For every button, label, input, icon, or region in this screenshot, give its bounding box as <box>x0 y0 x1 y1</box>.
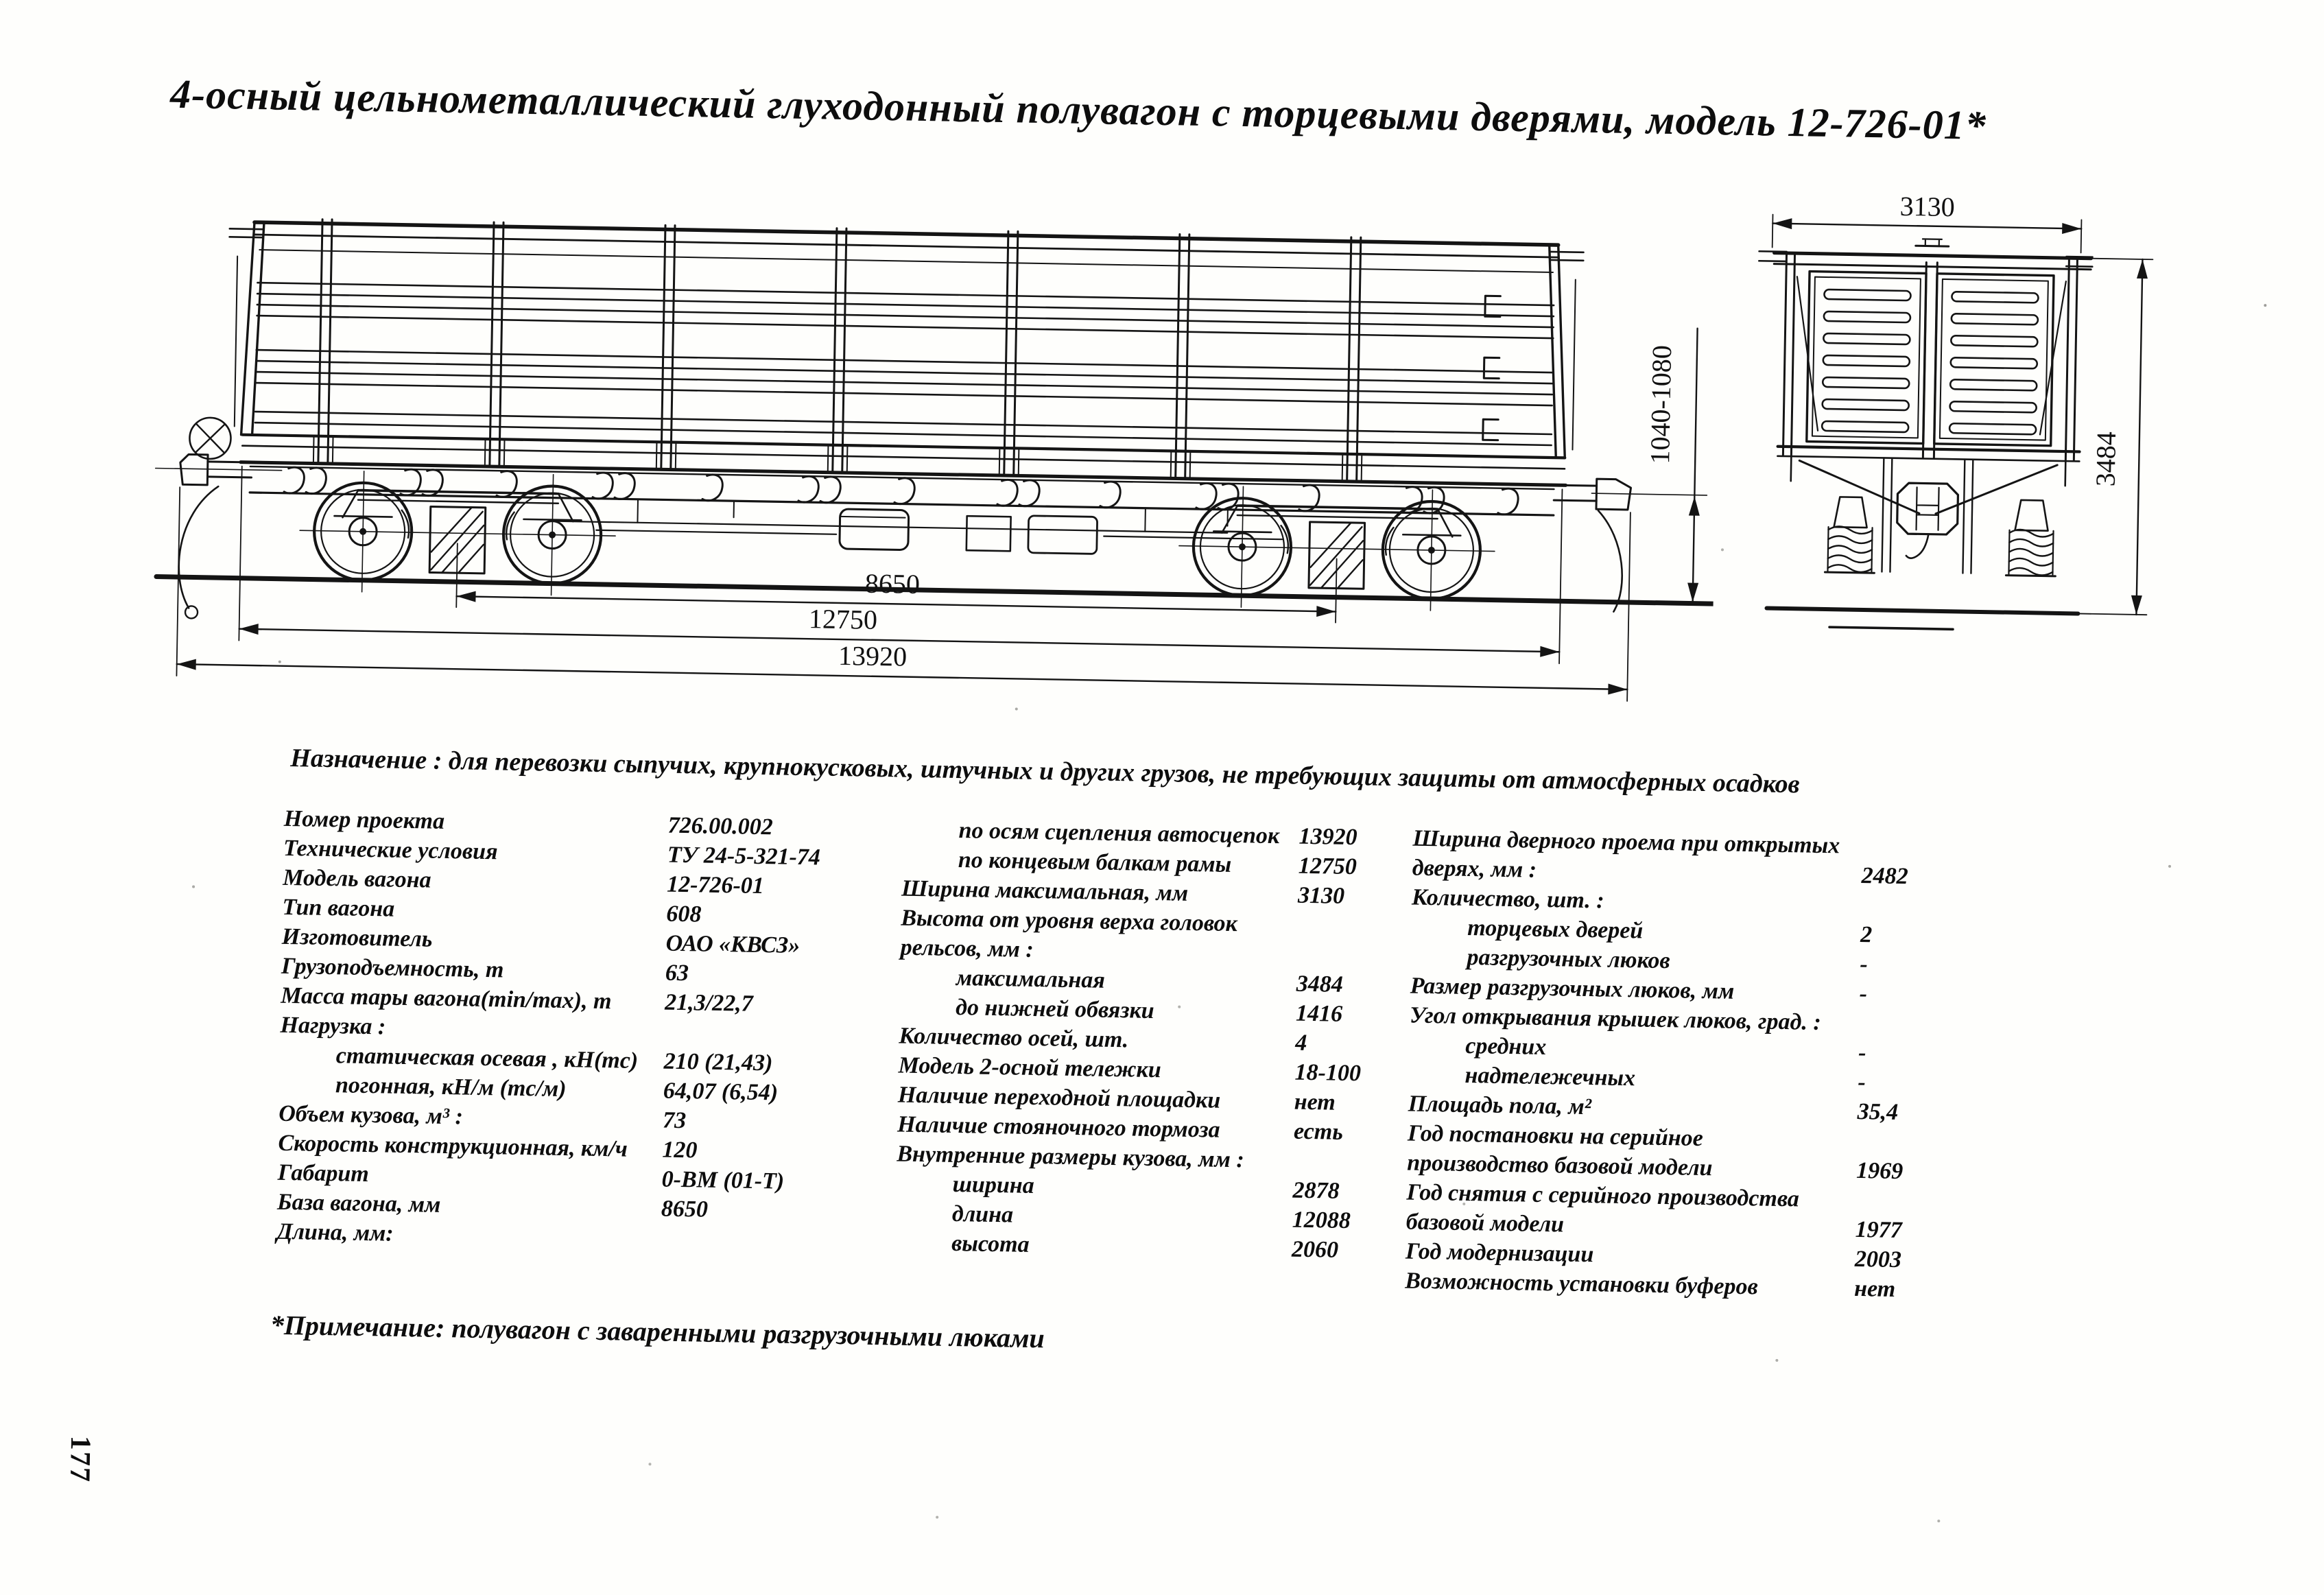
spec-value: нет <box>1853 1275 1896 1302</box>
spec-label: Номер проекта <box>283 805 445 834</box>
dim-label-frame-length: 12750 <box>809 603 878 635</box>
spec-value: 35,4 <box>1857 1098 1899 1125</box>
dim-label-coupler-length: 13920 <box>838 640 908 672</box>
dim-label-end-height: 3484 <box>2090 432 2122 487</box>
spec-label: по осям сцепления автосцепок <box>958 818 1280 849</box>
purpose-line: Назначение : для перевозки сыпучих, круп… <box>289 743 1800 799</box>
spec-value: 1416 <box>1295 1000 1343 1027</box>
end-view-dimensions: 3130 3484 <box>1771 191 2154 616</box>
spec-value: 13920 <box>1299 823 1357 851</box>
spec-label: погонная, кН/м (тс/м) <box>335 1072 567 1102</box>
spec-value: нет <box>1294 1089 1336 1115</box>
spec-value: 21,3/22,7 <box>664 989 753 1017</box>
spec-value: 12-726-01 <box>666 871 765 899</box>
spec-value: ОАО «КВСЗ» <box>665 930 801 958</box>
spec-value: 64,07 (6,54) <box>663 1078 779 1106</box>
spec-value: 1969 <box>1855 1157 1904 1185</box>
bogie-right <box>1178 486 1495 612</box>
end-view-undergear <box>1764 455 2080 631</box>
spec-value: 2878 <box>1292 1177 1340 1204</box>
spec-value: 12750 <box>1298 853 1357 880</box>
spec-value: 1977 <box>1855 1216 1903 1244</box>
spec-value: ТУ 24-5-321-74 <box>667 842 821 871</box>
spec-value: 63 <box>665 960 689 986</box>
spec-value: 726.00.002 <box>667 812 774 840</box>
spec-value: 2060 <box>1291 1236 1339 1263</box>
spec-value: 120 <box>662 1137 698 1163</box>
dim-label-bogie-base: 8650 <box>865 568 921 600</box>
spec-value: 4 <box>1295 1030 1307 1056</box>
dim-label-end-width: 3130 <box>1899 191 1955 222</box>
spec-value: 608 <box>666 901 702 928</box>
side-view-svg: 8650 12750 13920 1040-1080 <box>154 218 1716 702</box>
spec-value: 8650 <box>661 1196 709 1222</box>
wagon-side-view-drawing: 8650 12750 13920 1040-1080 <box>112 191 1720 744</box>
page-title: 4-осный цельнометаллический глуходонный … <box>169 71 1987 148</box>
spec-column-2: по осям сцепления автосцепок 13920 по конц… <box>895 817 1365 1268</box>
spec-label: Ширина дверного проема при открытых <box>1412 825 1840 859</box>
coupler-left <box>154 416 283 619</box>
end-door-louvers <box>1821 288 2039 436</box>
spec-value: 3130 <box>1297 882 1345 909</box>
spec-value: 2003 <box>1854 1246 1902 1273</box>
spec-value: 3484 <box>1296 971 1344 997</box>
bogie-left <box>299 470 617 596</box>
side-view-dimensions: 8650 12750 13920 1040-1080 <box>176 327 1700 702</box>
spec-label: статическая осевая , кН(тс) <box>335 1043 639 1074</box>
rail-line <box>154 574 1716 606</box>
spec-label: ширина <box>952 1171 1034 1199</box>
spec-value: есть <box>1293 1118 1344 1145</box>
spec-label: максимальная <box>956 965 1106 993</box>
spec-value: 73 <box>662 1107 687 1134</box>
spec-label: по концевым балкам рамы <box>958 847 1232 877</box>
spec-value: 2 <box>1860 921 1873 948</box>
spec-label: длина <box>951 1201 1014 1228</box>
end-view-body <box>1758 238 2094 462</box>
spec-label: высота <box>951 1230 1030 1257</box>
end-view-svg: 3130 3484 <box>1758 191 2154 631</box>
scan-noise-dots <box>278 660 281 663</box>
underframe-brake-equipment <box>554 498 1283 555</box>
spec-value: - <box>1859 980 1868 1007</box>
footnote: *Примечание: полувагон с заваренными раз… <box>270 1309 1045 1354</box>
spec-value: 0-ВМ (01-Т) <box>661 1166 785 1194</box>
side-view-body <box>228 218 1585 517</box>
spec-value: 18-100 <box>1294 1059 1362 1087</box>
page-number: 177 <box>63 1435 97 1484</box>
spec-label: до нижней обвязки <box>955 994 1154 1024</box>
wagon-end-view-drawing: 3130 3484 <box>1746 185 2303 720</box>
spec-value: 2482 <box>1861 862 1909 890</box>
spec-value: 12088 <box>1292 1207 1351 1234</box>
spec-value: - <box>1858 1069 1866 1096</box>
spec-value: - <box>1860 951 1869 978</box>
spec-value: - <box>1858 1039 1866 1066</box>
spec-value: 210 (21,43) <box>663 1048 773 1076</box>
dim-label-coupler-height: 1040-1080 <box>1644 345 1677 464</box>
coupler-right <box>1552 477 1708 613</box>
